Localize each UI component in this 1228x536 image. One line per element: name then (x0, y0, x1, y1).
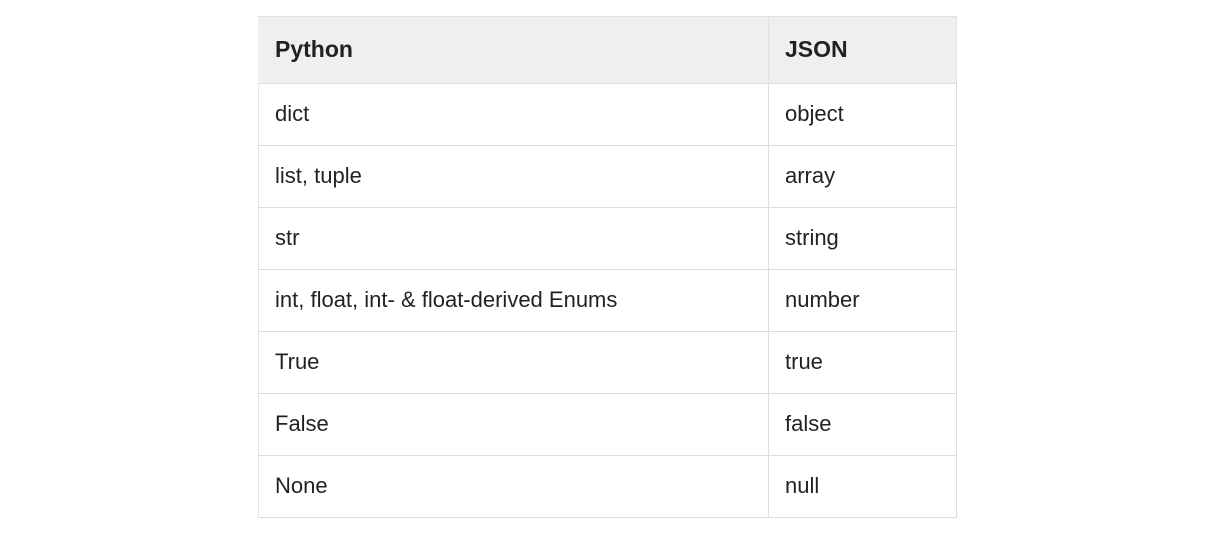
table-row: str string (258, 207, 957, 270)
table-row: list, tuple array (258, 145, 957, 208)
table-row: dict object (258, 83, 957, 146)
cell-python-type: str (258, 207, 769, 270)
table-body: dict object list, tuple array str string… (258, 83, 957, 518)
cell-python-type: True (258, 331, 769, 394)
cell-json-type: false (768, 393, 957, 456)
table-row: int, float, int- & float-derived Enums n… (258, 269, 957, 332)
cell-python-type: False (258, 393, 769, 456)
table-row: False false (258, 393, 957, 456)
column-header-python: Python (258, 16, 769, 84)
cell-json-type: null (768, 455, 957, 518)
cell-python-type: None (258, 455, 769, 518)
cell-python-type: dict (258, 83, 769, 146)
column-header-json: JSON (768, 16, 957, 84)
table-row: None null (258, 455, 957, 518)
table-header: Python JSON (258, 16, 957, 84)
cell-json-type: true (768, 331, 957, 394)
python-json-mapping-table: Python JSON dict object list, tuple arra… (258, 16, 957, 518)
table-header-row: Python JSON (258, 16, 957, 84)
python-json-mapping-table-container: Python JSON dict object list, tuple arra… (258, 16, 957, 518)
cell-json-type: number (768, 269, 957, 332)
table-row: True true (258, 331, 957, 394)
cell-python-type: int, float, int- & float-derived Enums (258, 269, 769, 332)
cell-json-type: string (768, 207, 957, 270)
cell-json-type: object (768, 83, 957, 146)
cell-python-type: list, tuple (258, 145, 769, 208)
cell-json-type: array (768, 145, 957, 208)
